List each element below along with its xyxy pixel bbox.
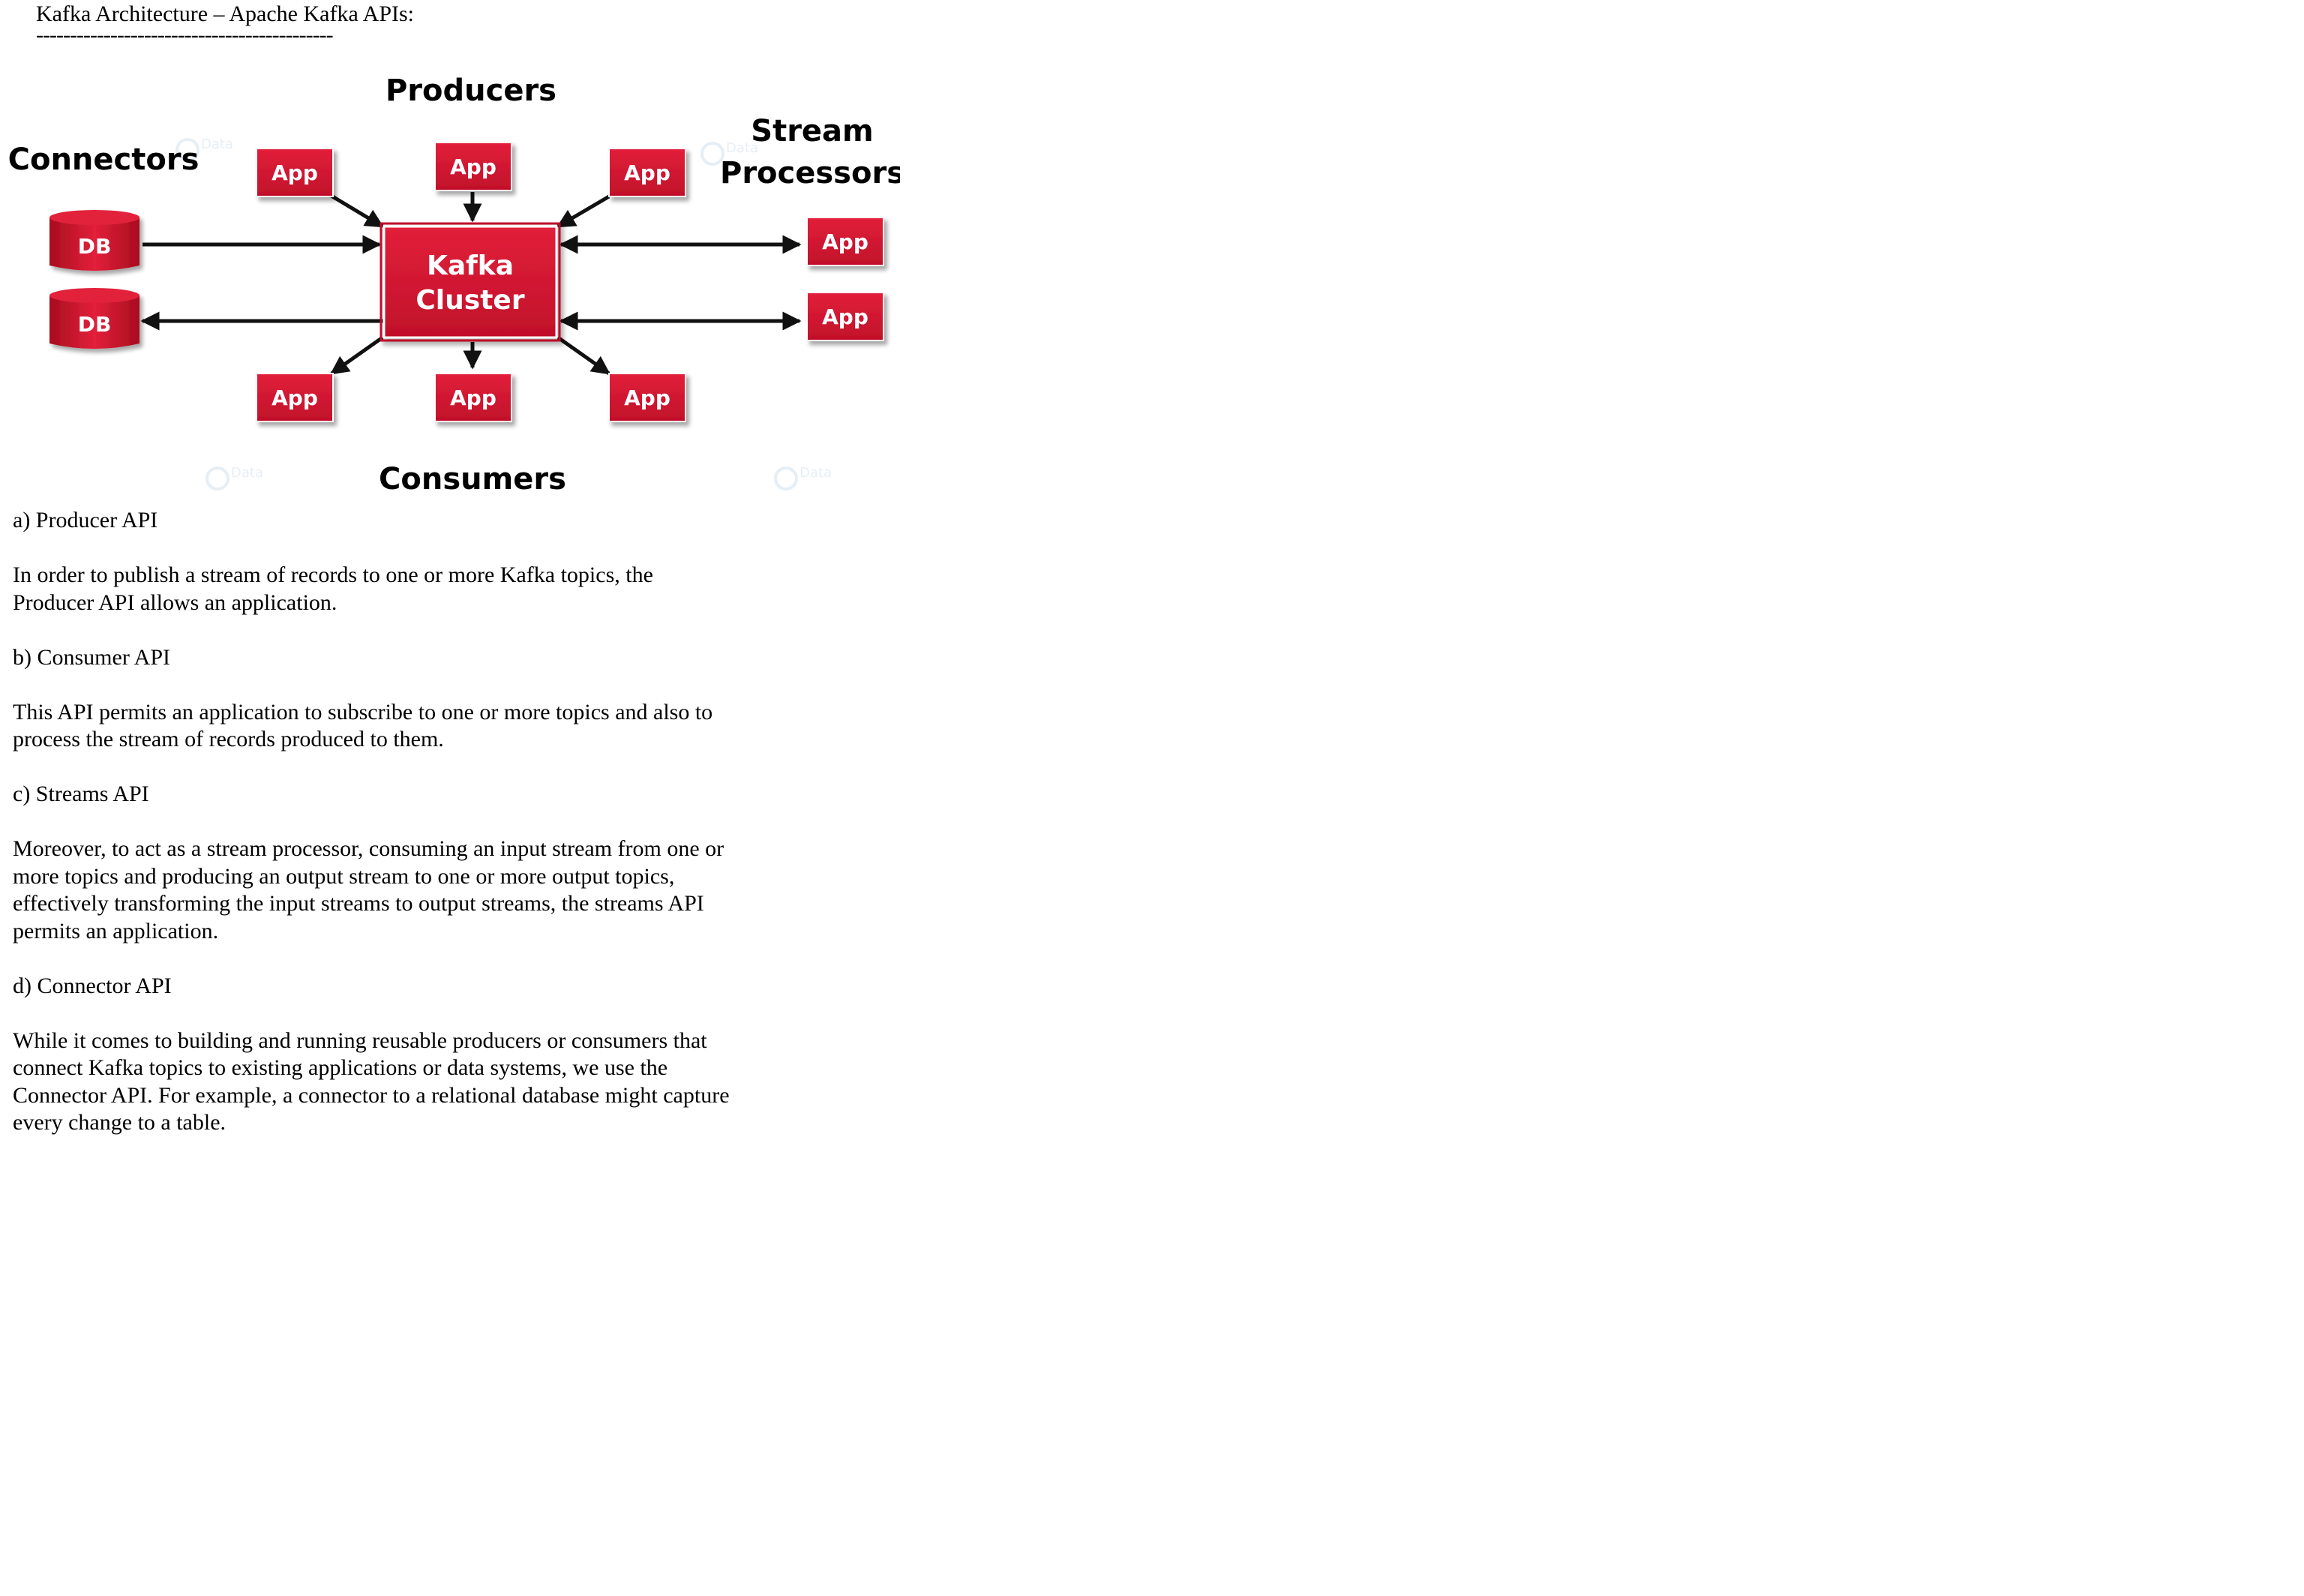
producers-label: Producers — [386, 74, 556, 108]
db-label: DB — [78, 234, 112, 259]
app-label: App — [624, 160, 670, 185]
stream-processors-label-line2: Processors — [720, 156, 900, 190]
app-label: App — [450, 154, 496, 179]
app-box-producer-center — [434, 142, 512, 191]
watermark-text: Data — [800, 465, 832, 481]
kafka-architecture-diagram: Data Data Data Data Producers Connectors… — [8, 74, 900, 496]
app-label: App — [272, 160, 318, 185]
db-label: DB — [78, 312, 112, 337]
db-cylinder-bottom — [50, 288, 140, 349]
app-box-consumer-center — [434, 373, 512, 422]
app-box-producer-right — [608, 148, 686, 197]
section-text-streams: Moreover, to act as a stream processor, … — [13, 836, 724, 944]
page-heading-suffix: APIs: — [362, 2, 415, 26]
kafka-cluster-label-line1: Kafka — [427, 250, 514, 281]
section-text-consumer: This API permits an application to subsc… — [13, 699, 713, 752]
app-box-consumer-left — [256, 373, 334, 422]
section-title-streams: c) Streams API — [13, 782, 149, 806]
consumers-label: Consumers — [379, 462, 566, 496]
arrow-producer-left — [328, 193, 385, 229]
arrow-consumer-left — [329, 335, 384, 376]
arrows — [140, 192, 802, 376]
section-title-producer: a) Producer API — [13, 508, 158, 532]
app-box-consumer-right — [608, 373, 686, 422]
arrow-consumer-right — [556, 335, 611, 376]
page-heading-main: Kafka Architecture – Apache Kafka — [36, 2, 358, 26]
app-label: App — [822, 304, 868, 329]
app-label: App — [272, 386, 318, 410]
app-box-stream-bottom — [806, 292, 884, 341]
connectors-label: Connectors — [8, 142, 200, 177]
watermark-logo: Data Data Data Data — [176, 136, 832, 490]
stream-processors-label-line1: Stream — [751, 114, 873, 148]
section-title-connector: d) Connector API — [13, 973, 172, 998]
watermark-text: Data — [231, 465, 263, 481]
kafka-cluster-label-line2: Cluster — [416, 285, 524, 316]
api-descriptions: a) Producer API In order to publish a st… — [13, 507, 733, 1164]
app-box-stream-top — [806, 217, 884, 266]
page-heading: Kafka Architecture – Apache Kafka APIs: — [36, 0, 414, 28]
section-text-connector: While it comes to building and running r… — [13, 1028, 730, 1136]
app-label: App — [822, 230, 868, 254]
db-cylinder-top — [50, 210, 140, 271]
app-label: App — [624, 386, 670, 410]
section-text-producer: In order to publish a stream of records … — [13, 562, 653, 615]
section-title-consumer: b) Consumer API — [13, 644, 170, 670]
heading-rule: ----------------------------------------… — [36, 22, 334, 47]
app-box-producer-left — [256, 148, 334, 197]
arrow-producer-right — [556, 194, 610, 229]
watermark-text: Data — [726, 140, 758, 156]
kafka-cluster-box — [380, 222, 561, 342]
watermark-text: Data — [201, 136, 233, 152]
app-label: App — [450, 386, 496, 410]
